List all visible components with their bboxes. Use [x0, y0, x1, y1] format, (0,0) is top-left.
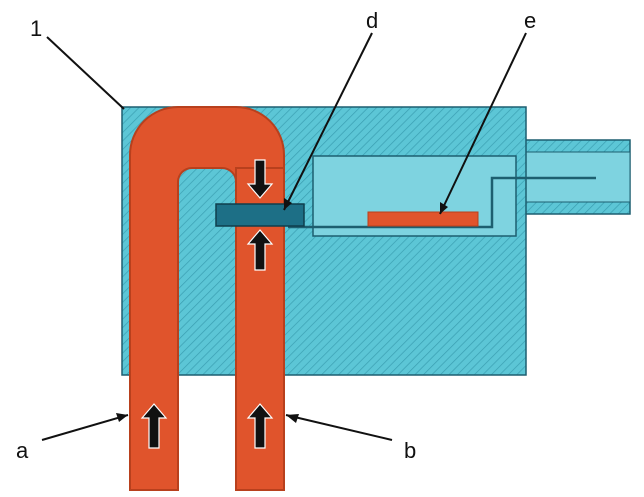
leader-d-tip [284, 198, 292, 210]
label-b: b [404, 438, 416, 463]
label-e: e [524, 8, 536, 33]
leader-b [285, 414, 393, 441]
down-arrow-icon [246, 159, 274, 199]
element-e [367, 211, 479, 227]
plate-d [215, 203, 305, 227]
label-a: a [16, 438, 29, 463]
leader-e-tip [440, 202, 448, 214]
leader-d [283, 32, 373, 211]
up-arrow-icon [140, 403, 168, 449]
leader-housing [46, 36, 125, 110]
leader-e [439, 32, 527, 215]
leader-a [41, 414, 129, 441]
label-d: d [366, 8, 378, 33]
up-arrow-icon [246, 403, 274, 449]
leader-b-tip [286, 414, 299, 423]
up-arrow-icon [246, 229, 274, 271]
leader-a-tip [116, 413, 128, 422]
label-housing: 1 [30, 16, 42, 41]
sensor-channel [288, 176, 596, 229]
